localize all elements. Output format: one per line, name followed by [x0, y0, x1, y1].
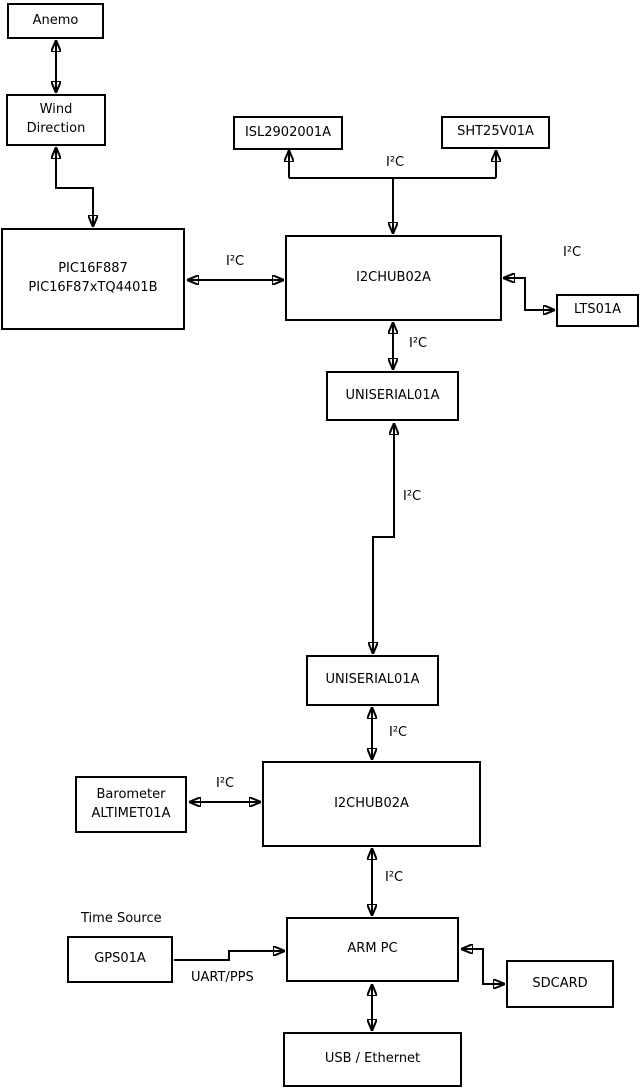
connector-wind-pic [56, 148, 93, 226]
label-i2c-pic-hub: I²C [226, 254, 245, 269]
connector-i2chub-sensors [289, 151, 496, 233]
box-arm-pc: ARM PC [286, 917, 459, 982]
box-uniserial-mid: UNISERIAL01A [306, 655, 439, 706]
label-i2c-hub-lts: I²C [563, 245, 582, 260]
box-gps: GPS01A [67, 936, 173, 983]
label-i2c-hub2-armpc: I²C [385, 870, 404, 885]
box-pic-mcu: PIC16F887 PIC16F87xTQ4401B [1, 228, 185, 330]
box-i2c-hub-top: I2CHUB02A [285, 235, 502, 321]
label-i2c-uniserial-hub2: I²C [389, 725, 408, 740]
box-sht-sensor: SHT25V01A [441, 116, 550, 149]
box-anemo: Anemo [7, 3, 104, 39]
connector-i2chub-lts [504, 278, 554, 310]
box-lts-sensor: LTS01A [556, 294, 639, 327]
box-uniserial-top: UNISERIAL01A [326, 371, 459, 421]
box-barometer: Barometer ALTIMET01A [75, 776, 187, 833]
connector-gps-armpc [174, 951, 284, 961]
box-i2c-hub-bottom: I2CHUB02A [262, 761, 481, 847]
box-usb-ethernet: USB / Ethernet [283, 1032, 462, 1087]
connector-armpc-sdcard [462, 949, 504, 984]
label-i2c-uniserial-link: I²C [403, 489, 422, 504]
label-time-source: Time Source [81, 911, 162, 926]
box-wind-direction: Wind Direction [6, 94, 106, 146]
label-i2c-barometer-hub: I²C [216, 776, 235, 791]
label-i2c-sensors-bus: I²C [386, 155, 405, 170]
connector-uniserial-link [373, 424, 394, 653]
box-isl-sensor: ISL2902001A [233, 116, 343, 150]
label-i2c-hub-uniserial: I²C [409, 336, 428, 351]
label-uart-pps: UART/PPS [191, 970, 254, 985]
box-sdcard: SDCARD [506, 960, 614, 1008]
